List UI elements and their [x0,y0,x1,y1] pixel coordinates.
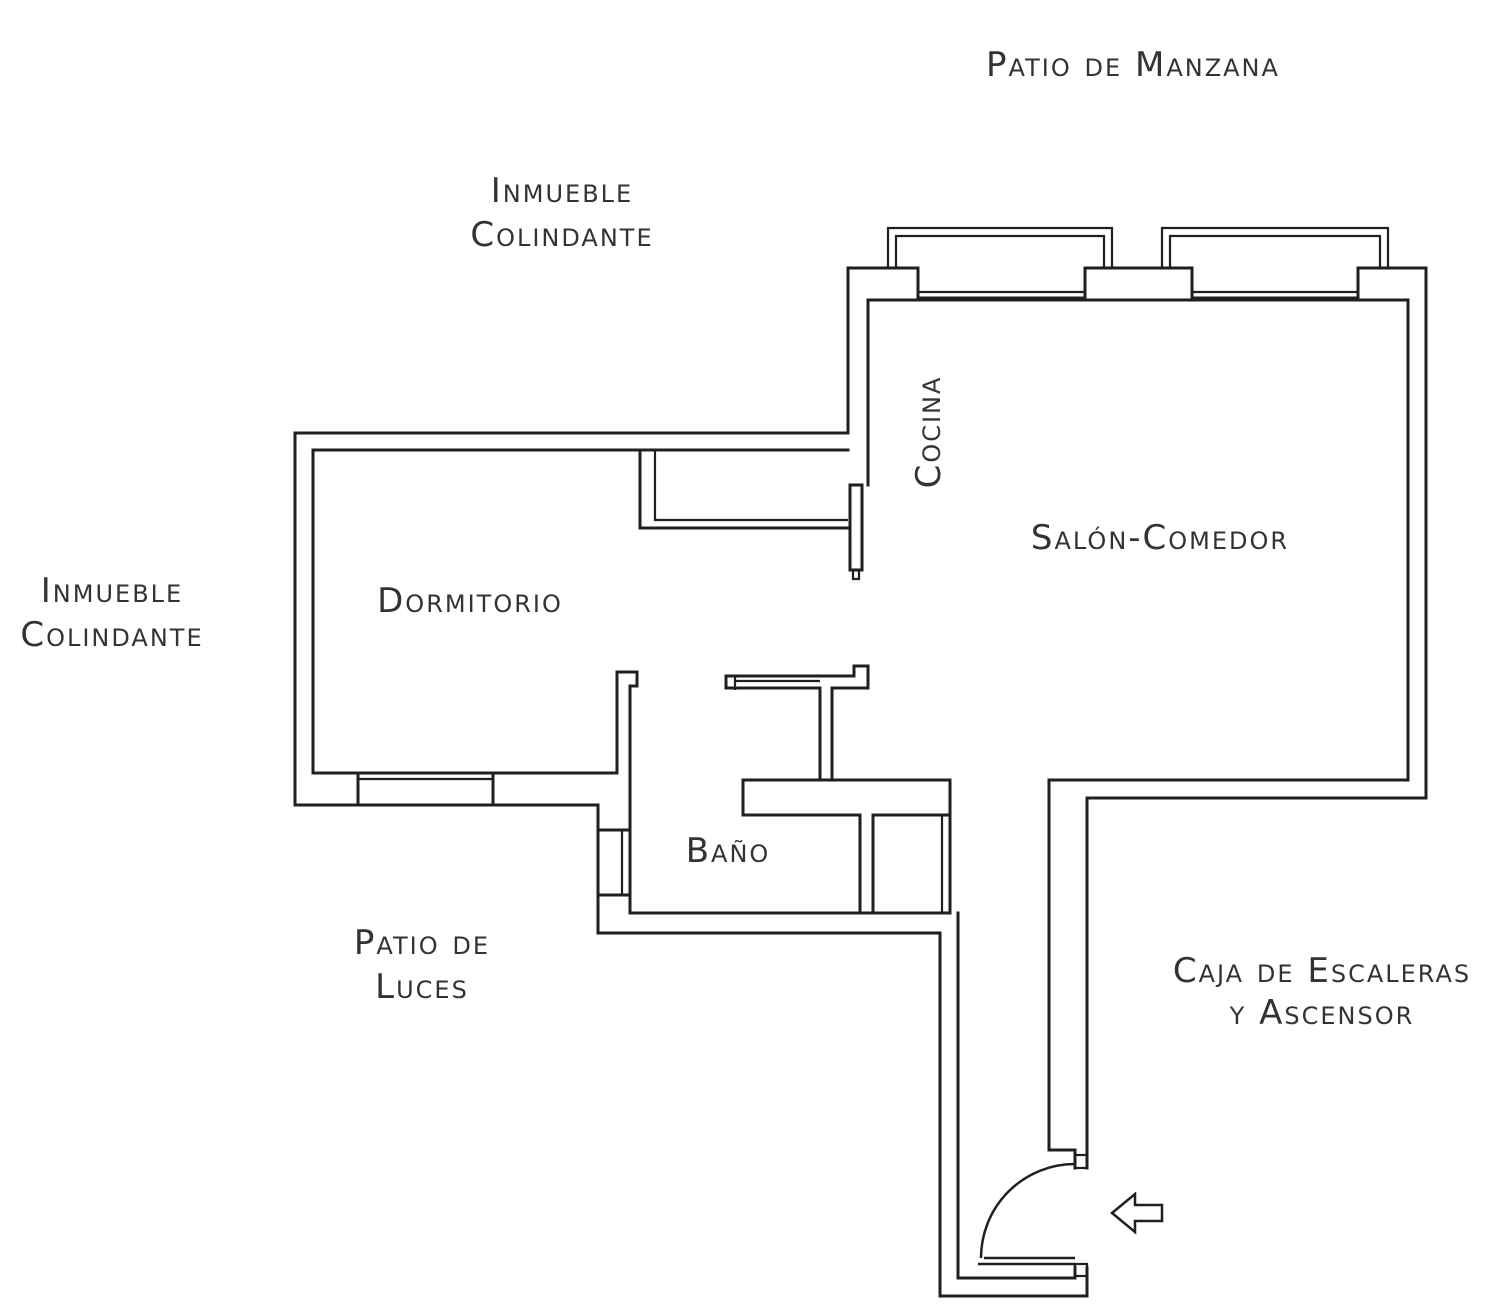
label-colindante-top: Colindante [470,215,653,255]
label-ascensor: y Ascensor [1229,993,1415,1033]
kitchen-cabinet [638,448,864,581]
label-salon-comedor: Salón-Comedor [1031,518,1289,558]
label-patio-manzana: Patio de Manzana [986,45,1280,85]
label-bano: Baño [686,831,771,871]
label-luces: Luces [375,967,469,1007]
bathroom-partitions [733,676,952,915]
label-inmueble-left: Inmueble [41,571,183,611]
label-caja-escaleras: Caja de Escaleras [1173,951,1471,991]
outer-walls [293,266,1428,1298]
label-colindante-left: Colindante [20,615,203,655]
room-labels: Patio de Manzana Inmueble Colindante Inm… [20,45,1471,1033]
windows [356,226,1390,897]
label-patio-de: Patio de [354,923,490,963]
label-dormitorio: Dormitorio [377,581,563,621]
label-cocina: Cocina [909,376,949,489]
arrow-left-icon [1110,1191,1164,1235]
label-inmueble-top: Inmueble [491,171,633,211]
entrance-door [978,1153,1089,1278]
